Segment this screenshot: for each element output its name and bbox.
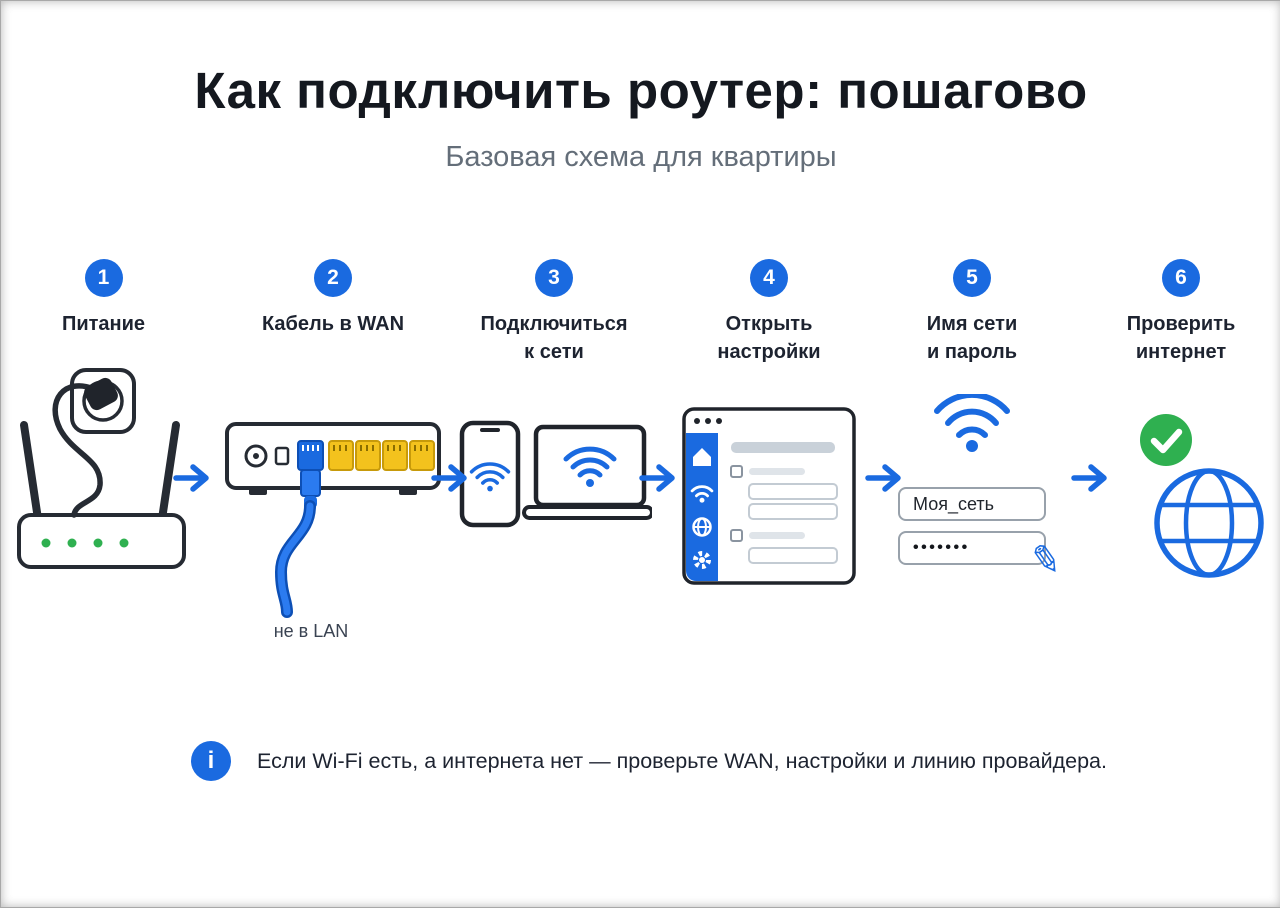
step-5-label: Имя сети и пароль [926, 313, 1018, 363]
step-1: 1 Питание [16, 259, 191, 679]
password-value: ••••••• [913, 539, 970, 556]
pencil-icon: ✎ [1026, 535, 1066, 585]
step-2-number-badge: 2 [314, 259, 352, 297]
page-subtitle: Базовая схема для квартиры [445, 141, 837, 173]
arrow-right-icon [639, 464, 675, 492]
home-icon [693, 448, 711, 466]
step-4-label: Открыть настройки [717, 313, 821, 363]
step-5-number-badge: 5 [953, 259, 991, 297]
wifi-icon [690, 485, 714, 503]
arrow-right-icon [431, 464, 467, 492]
step-1-number-badge: 1 [84, 259, 123, 297]
arrow-right-icon [1071, 464, 1107, 492]
footer-info-text: Если Wi-Fi есть, а интернета нет — прове… [257, 748, 1107, 773]
arrow-right-icon [173, 464, 209, 492]
step-3: 3 Подключиться к сети [456, 259, 652, 679]
router-rear-wan-cable-icon [225, 422, 441, 618]
phone-laptop-wifi-icon [459, 420, 652, 528]
settings-window-icon [682, 407, 856, 585]
footer-note: i Если Wi-Fi есть, а интернета нет — про… [191, 741, 1107, 781]
info-icon: i [191, 741, 231, 781]
power-plug-router-icon [17, 368, 186, 569]
check-circle-icon [1140, 414, 1192, 466]
network-name-field: Моя_сеть [898, 487, 1046, 521]
step-6-number-badge: 6 [1162, 259, 1200, 297]
step-6-label: Проверить интернет [1126, 313, 1236, 363]
step-3-number-badge: 3 [535, 259, 573, 297]
password-field: ••••••• ✎ [898, 531, 1066, 584]
arrow-right-icon [865, 464, 901, 492]
step-2-label: Кабель в WAN [261, 313, 405, 335]
page-title: Как подключить роутер: пошагово [194, 62, 1088, 119]
globe-icon [692, 517, 712, 537]
not-lan-note: не в LAN [273, 621, 349, 641]
globe-icon [1154, 468, 1264, 578]
step-2: 2 Кабель в WAN не в LAN [223, 259, 443, 679]
step-4: 4 Открыть настройки [681, 259, 857, 679]
wifi-icon [934, 394, 1010, 452]
step-4-number-badge: 4 [750, 259, 788, 297]
step-3-label: Подключиться к сети [480, 313, 628, 363]
network-name-value: Моя_сеть [913, 494, 994, 514]
gear-icon [693, 551, 711, 569]
step-5: 5 Имя сети и пароль Моя_сеть ••••••• ✎ [877, 259, 1067, 679]
step-6: 6 Проверить интернет [1111, 259, 1264, 679]
step-1-label: Питание [61, 313, 146, 335]
